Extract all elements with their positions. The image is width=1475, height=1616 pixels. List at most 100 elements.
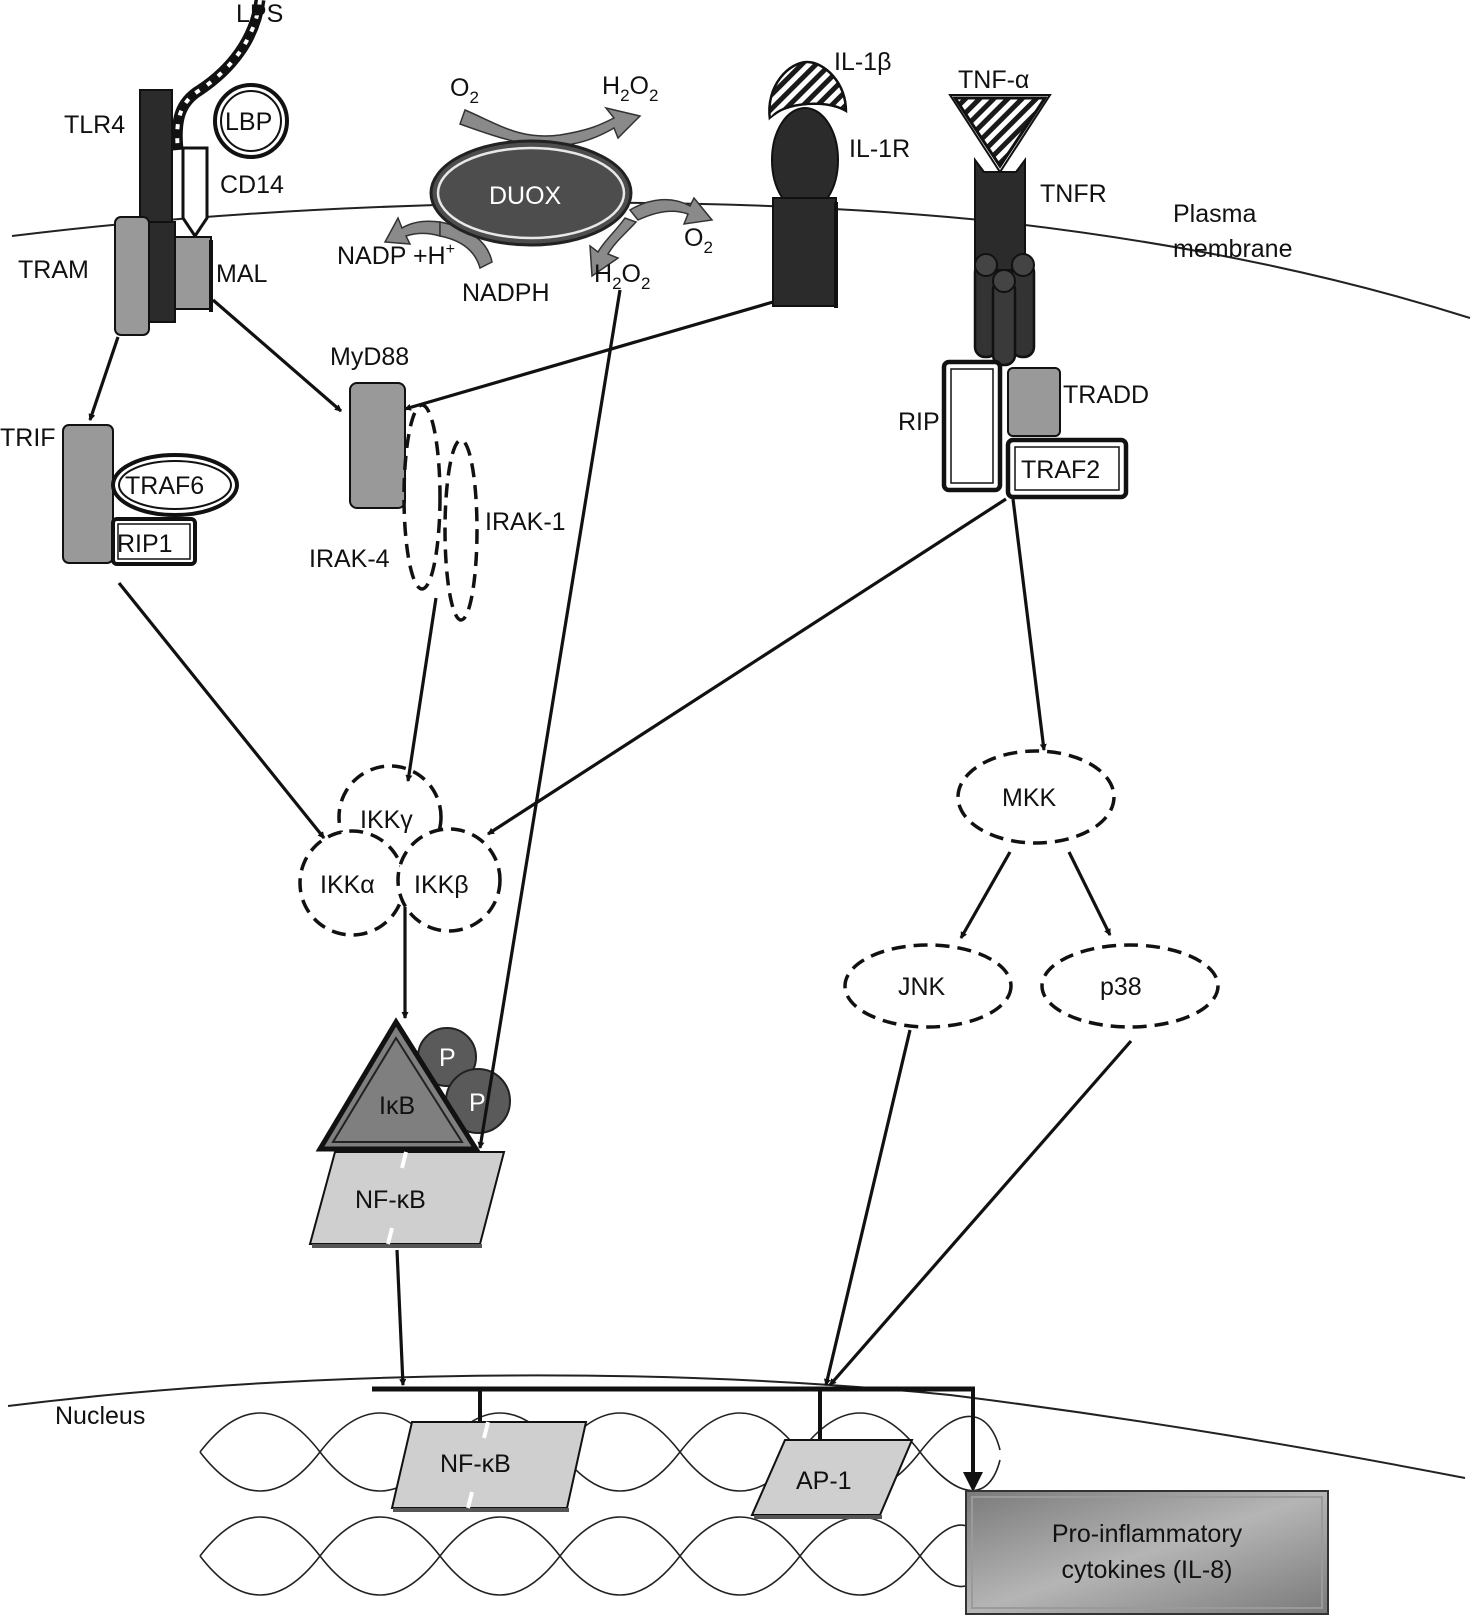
h2o2-bottom-arc <box>589 217 638 278</box>
mal-adaptor <box>174 236 212 310</box>
nfkb-cytoplasmic-gap-top <box>400 1151 408 1169</box>
lbp-circle-inner <box>220 90 282 152</box>
irak1-dashed <box>443 438 479 622</box>
traf6-label: TRAF6 <box>125 472 204 500</box>
p-label-2: P <box>469 1089 486 1117</box>
ikkb-circle <box>396 827 502 933</box>
duox-cycle <box>383 106 714 278</box>
nfkb-nuclear-gap-top <box>482 1421 490 1439</box>
o2-right-arc <box>628 196 714 225</box>
dna-helix <box>199 1412 1001 1596</box>
jnk-label: JNK <box>898 973 946 1001</box>
ikb-triangle <box>315 1017 481 1152</box>
arrow-p38-to-nucleus <box>828 1039 1133 1387</box>
plasma-membrane-label-2: membrane <box>1173 235 1293 263</box>
myd88-label: MyD88 <box>330 343 409 371</box>
il1b-ligand <box>768 60 848 125</box>
nfkb-nuclear-gap-bottom <box>466 1491 474 1509</box>
arrow-mkk-to-jnk <box>959 851 1012 939</box>
ikb-triangle-inner <box>331 1036 464 1143</box>
o2-right-label: O2 <box>684 224 713 257</box>
tnfa-ligand-outline <box>948 94 1052 174</box>
cd14-label: CD14 <box>220 171 284 199</box>
p-label-1: P <box>439 1044 456 1072</box>
nadp-arc <box>383 216 441 245</box>
ap1-label: AP-1 <box>796 1467 852 1495</box>
tradd-label: TRADD <box>1063 381 1149 409</box>
irak4-label: IRAK-4 <box>309 545 390 573</box>
traf2-box <box>1005 437 1129 500</box>
plasma-membrane-label-1: Plasma <box>1173 200 1256 228</box>
arrow-h2o2-to-ikb <box>477 289 622 1150</box>
arrow-mal-to-myd88 <box>211 298 343 413</box>
irak4-dashed <box>402 403 442 591</box>
p38-label: p38 <box>1100 973 1142 1001</box>
tnfr-stem <box>974 157 1026 271</box>
tnfa-ligand <box>952 96 1048 169</box>
duox-label: DUOX <box>489 182 562 210</box>
nfkb-nuclear-label: NF-κB <box>440 1450 511 1478</box>
duox-enzyme <box>429 139 633 247</box>
nfkb-cytoplasmic-gap-bottom <box>386 1227 394 1245</box>
tnfa-label: TNF-α <box>958 66 1029 94</box>
h2o2-bottom-label: H2O2 <box>594 260 650 293</box>
nadph-label: NADPH <box>462 279 550 307</box>
rip-label: RIP <box>898 408 940 436</box>
arrow-traf2-to-ikk <box>487 497 1007 836</box>
lbp-label: LBP <box>225 108 272 136</box>
tlr4-intracellular <box>148 221 176 323</box>
arrow-il1r-to-myd88 <box>403 300 774 411</box>
traf6-ellipse <box>111 453 239 517</box>
tram-label: TRAM <box>18 256 89 284</box>
traf2-label: TRAF2 <box>1021 456 1100 484</box>
myd88-adaptor <box>349 382 406 509</box>
traf2-box-inner <box>1014 446 1120 491</box>
cd14-protein <box>181 146 209 239</box>
tnfr-trimer <box>973 253 1036 367</box>
ap1-box-shadow <box>754 1515 882 1519</box>
il1r-extracellular <box>771 107 839 213</box>
rip1-box <box>111 517 197 566</box>
rip-box <box>941 359 1003 493</box>
nfkb-nuclear-shadow <box>393 1508 569 1512</box>
nucleus-label: Nucleus <box>55 1402 145 1430</box>
arrow-traf2-to-mkk <box>1011 498 1047 752</box>
mal-adaptor-shadow <box>209 240 213 312</box>
h2o2-top-label: H2O2 <box>602 72 658 105</box>
tradd-box <box>1007 367 1061 437</box>
arrow-nfkb-to-nucleus <box>395 1249 407 1387</box>
arrow-tram-to-trif <box>88 336 120 421</box>
lps-label: LPS <box>236 0 283 28</box>
traf6-ellipse-inner <box>118 460 232 510</box>
arrow-mkk-to-p38 <box>1067 851 1112 936</box>
il1r-receptor <box>772 197 837 307</box>
tnfr-label: TNFR <box>1040 180 1107 208</box>
plasma-membrane <box>11 201 1471 319</box>
trif-adaptor <box>62 424 114 564</box>
rip-box-inner <box>950 368 994 484</box>
tram-adaptor <box>114 216 150 336</box>
il1r-receptor-shadow <box>834 202 838 308</box>
cytokines-label-2: cytokines (IL-8) <box>1062 1556 1233 1584</box>
nfkb-cytoplasmic-label: NF-κB <box>355 1186 426 1214</box>
mkk-ellipse <box>956 749 1116 845</box>
il1b-label: IL-1β <box>834 48 891 76</box>
irak1-label: IRAK-1 <box>485 508 566 536</box>
p38-ellipse <box>1040 943 1220 1029</box>
ikkg-label: IKKγ <box>360 806 413 834</box>
cytokines-box-inner <box>971 1496 1323 1609</box>
rip1-box-inner <box>117 523 191 560</box>
arrow-irak-to-ikk <box>405 597 438 783</box>
trif-label: TRIF <box>0 424 56 452</box>
arrow-jnk-to-nucleus <box>823 1029 912 1387</box>
lps-chain-dots <box>175 0 262 151</box>
ikb-label: IκB <box>379 1092 415 1120</box>
cytokines-box <box>965 1490 1329 1615</box>
nadp-label: NADP +H+ <box>337 241 455 270</box>
jnk-ellipse <box>843 943 1013 1029</box>
mal-label: MAL <box>216 260 268 288</box>
tlr4-label: TLR4 <box>64 111 125 139</box>
lbp-circle <box>213 83 289 159</box>
